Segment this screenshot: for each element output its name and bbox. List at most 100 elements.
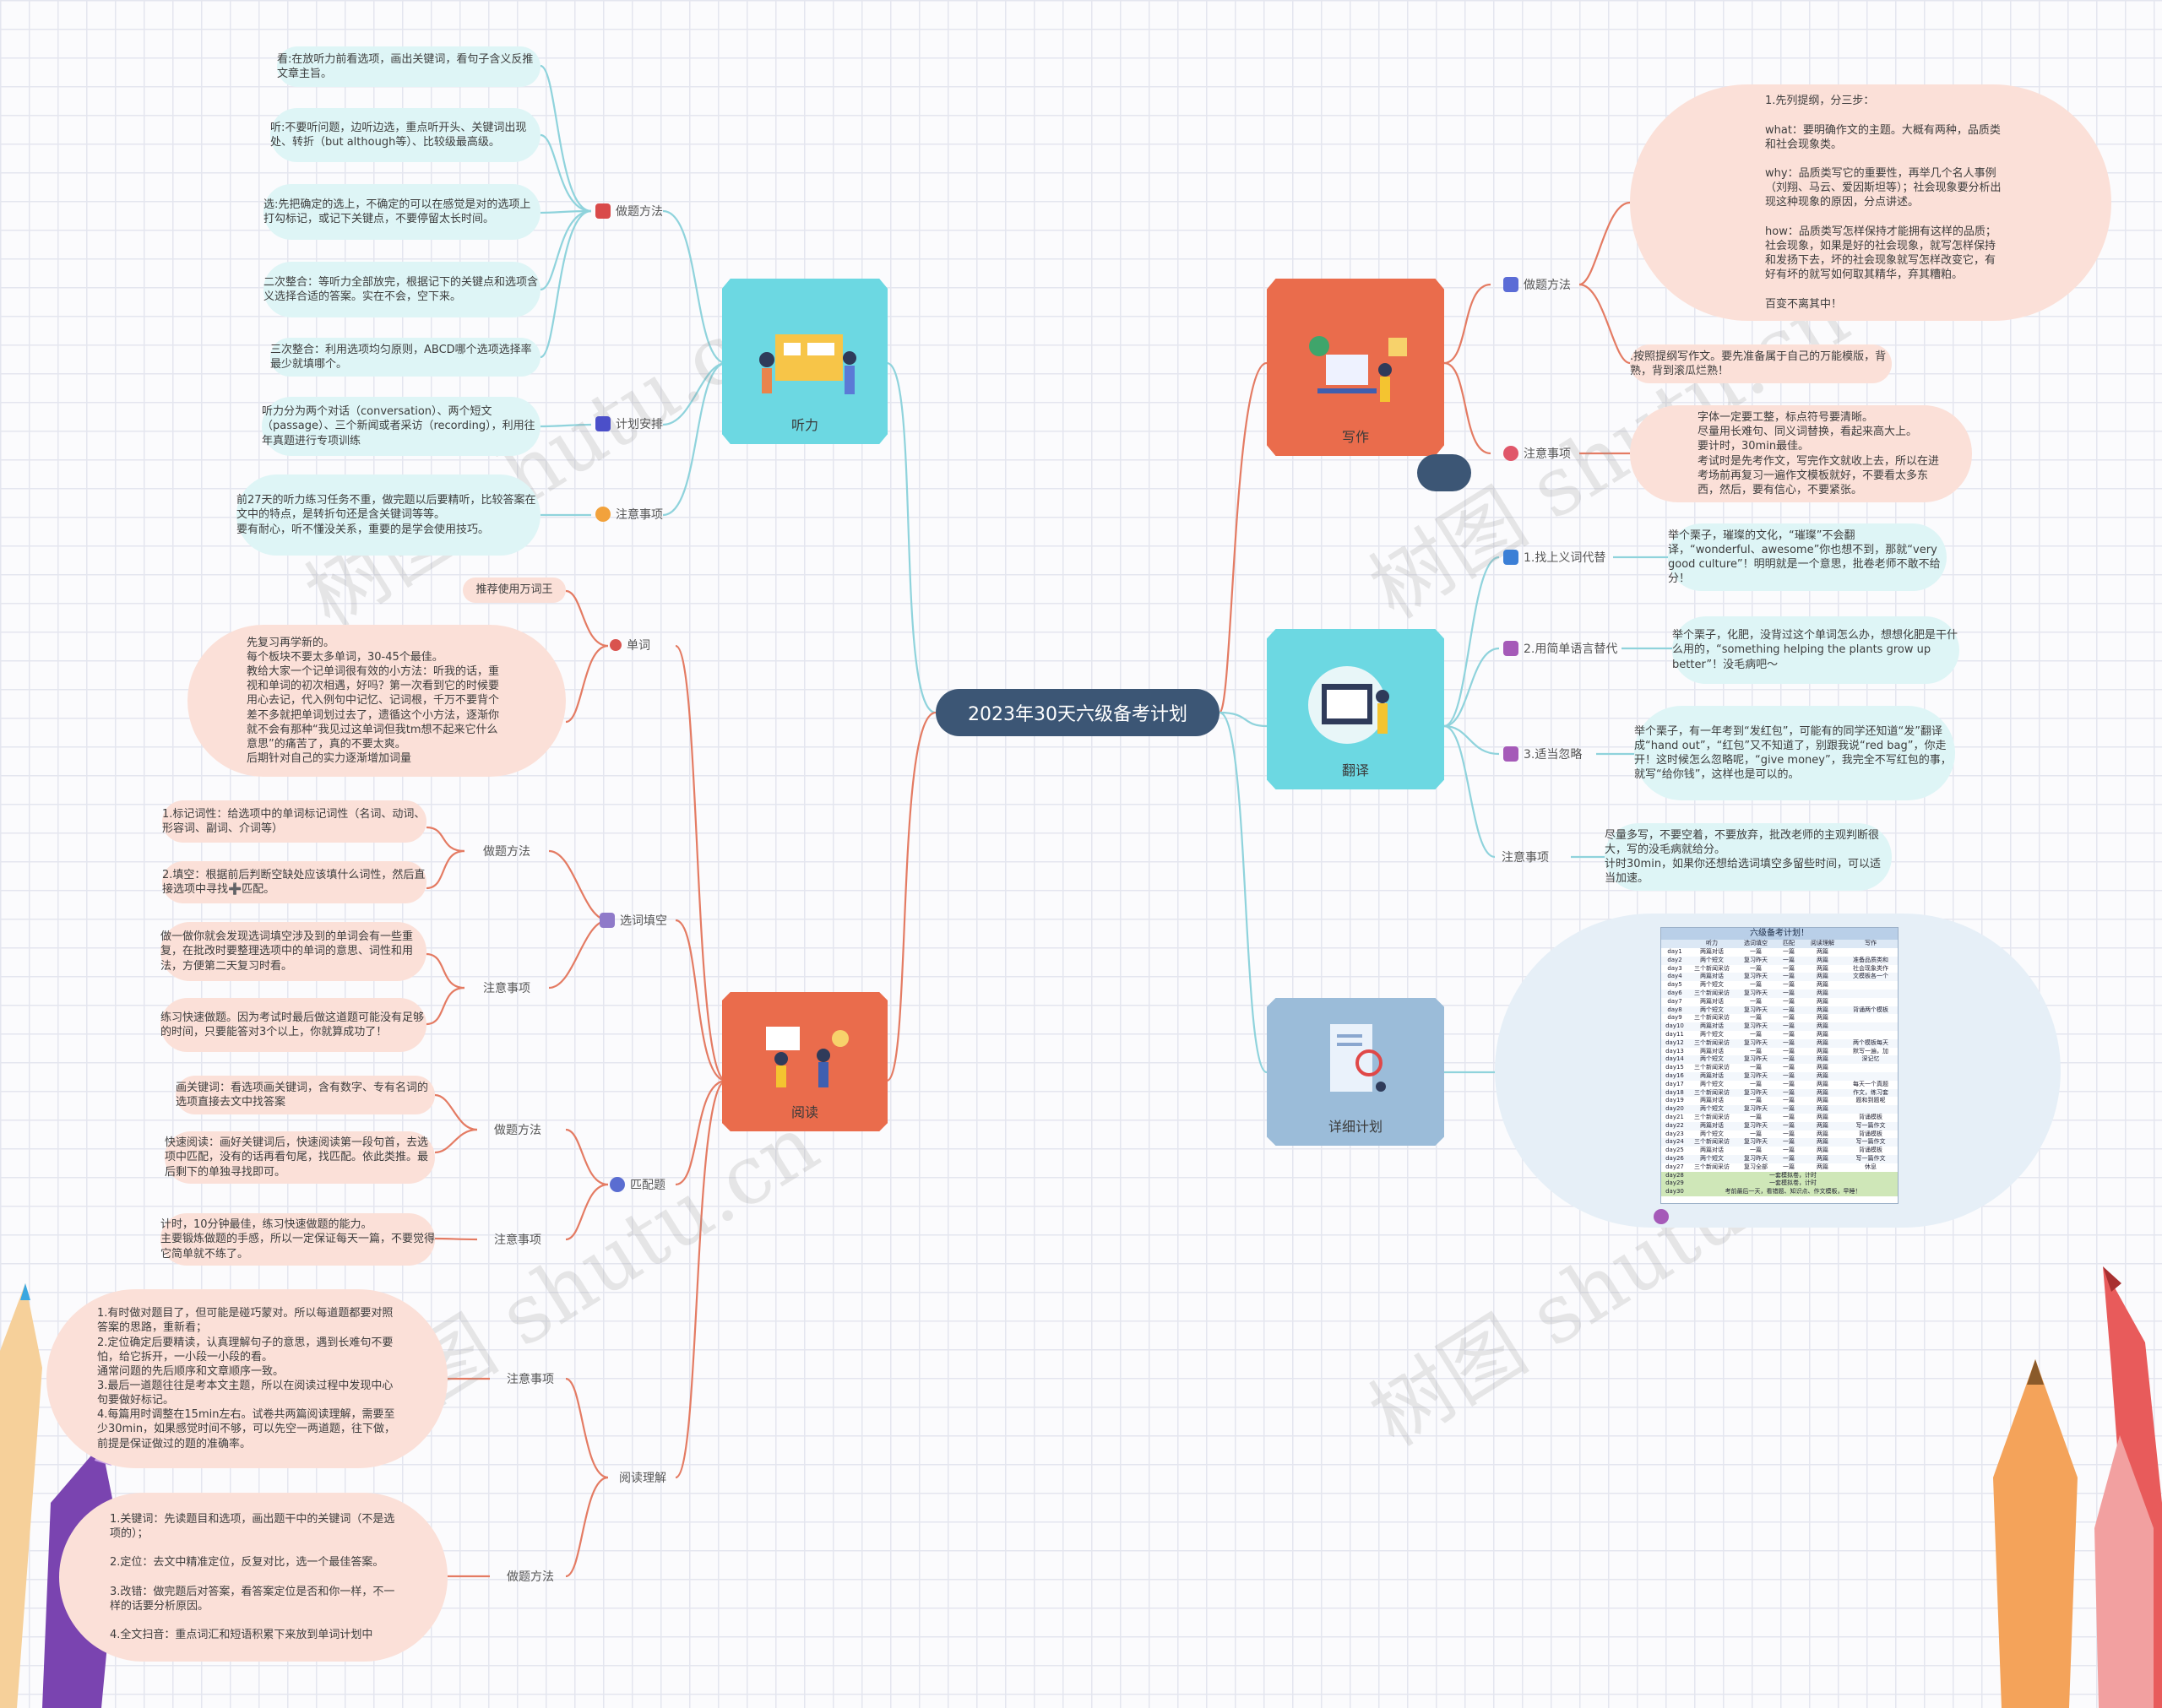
plan-table-cell: day7 — [1667, 997, 1682, 1005]
cloze-note-label[interactable]: 注意事项 — [483, 982, 530, 995]
translation-item-label[interactable]: 2.用简单语言替代 — [1503, 640, 1617, 657]
translation-item-label[interactable]: 1.找上义词代替 — [1503, 549, 1605, 566]
comp-note-label[interactable]: 注意事项 — [507, 1373, 554, 1386]
plan-table-cell: 两篇对话 — [1700, 1097, 1724, 1104]
pencils-right-illustration — [1993, 1266, 2162, 1708]
plan-table-cell: 一篇 — [1750, 948, 1762, 955]
writing-method-label-text: 做题方法 — [1524, 279, 1571, 292]
branch-plan-card[interactable]: 详细计划 — [1267, 998, 1444, 1146]
plan-table-cell: 一篇 — [1750, 1030, 1762, 1038]
writing-note-label-text: 注意事项 — [1524, 447, 1571, 461]
plan-table-cell: 两篇 — [1817, 973, 1828, 980]
writing-note-label[interactable]: 注意事项 — [1503, 445, 1571, 462]
plan-table-cell: 复习昨天 — [1744, 1088, 1768, 1096]
plan-table-cell: 两篇对话 — [1700, 1047, 1724, 1055]
plan-table-cell: 一篇 — [1783, 1080, 1795, 1087]
plan-table-cell: 两个模板每天 — [1853, 1038, 1888, 1046]
plan-table-cell: 复习昨天 — [1744, 1022, 1768, 1030]
plan-table-cell: day22 — [1665, 1121, 1684, 1129]
magnifier-icon — [610, 1177, 625, 1192]
plan-table-cell: 两篇对话 — [1700, 1071, 1724, 1079]
plan-table-cell: 一篇 — [1750, 1064, 1762, 1071]
plan-table-cell: day8 — [1667, 1006, 1682, 1013]
translation-item-label[interactable]: 3.适当忽略 — [1503, 746, 1582, 762]
collapsed-topic-button[interactable] — [1417, 454, 1471, 491]
plan-table-cell: 一篇 — [1783, 1071, 1795, 1079]
plan-table-cell: 两篇 — [1817, 1138, 1828, 1146]
branch-writing-card[interactable]: 写作 — [1267, 279, 1444, 456]
translation-note-label[interactable]: 注意事项 — [1502, 851, 1549, 865]
plan-table-cell: 背诵模板 — [1859, 1130, 1882, 1137]
plan-table-cell — [1844, 1072, 1898, 1081]
plan-table-cell: 两篇 — [1817, 1105, 1828, 1113]
reading-people-illustration-icon — [766, 1027, 849, 1087]
listening-plan-label[interactable]: 计划安排 — [595, 415, 663, 432]
plan-table-cell: 三个新闻采访 — [1694, 1064, 1730, 1071]
plan-table-cell: day26 — [1665, 1154, 1684, 1162]
plan-table-cell: 一篇 — [1783, 973, 1795, 980]
plan-table-cell: day4 — [1667, 973, 1682, 980]
plan-table-cell: 一篇 — [1750, 1080, 1762, 1087]
plan-table-cell: 三个新闻采访 — [1694, 989, 1730, 996]
plan-table-cell: 一篇 — [1750, 981, 1762, 989]
listening-note-label[interactable]: 注意事项 — [595, 506, 663, 523]
plan-table-cell: 一篇 — [1750, 1113, 1762, 1120]
branch-translation-card[interactable]: 翻译 — [1267, 629, 1444, 789]
writing-note-text: 字体一定要工整，标点符号要清晰。 尽量用长难句、同义词替换，看起来高大上。 要计… — [1630, 405, 1972, 502]
plan-table-cell: 背诵两个模板 — [1853, 1006, 1888, 1013]
reading-vocab-label[interactable]: 单词 — [610, 637, 650, 653]
listening-method-item: 听:不要听问题，边听边选，重点听开头、关键词出现处、转折（but althoug… — [270, 108, 540, 162]
match-note-text: 计时，10分钟最佳，练习快速做题的能力。 主要锻炼做题的手感，所以一定保证每天一… — [160, 1213, 435, 1266]
plan-table-cell: day27 — [1665, 1163, 1684, 1170]
central-topic[interactable]: 2023年30天六级备考计划 — [936, 689, 1220, 736]
plan-table-cell: 复习昨天 — [1744, 1071, 1768, 1079]
translation-item-text: 举个栗子，化肥，没背过这个单词怎么办，想想化肥是干什么用的，“something… — [1672, 616, 1959, 684]
plan-table-cell: day6 — [1667, 989, 1682, 996]
writing-method-label[interactable]: 做题方法 — [1503, 276, 1571, 293]
branch-reading-card[interactable]: 阅读 — [722, 992, 888, 1131]
plan-table-cell: 两篇对话 — [1700, 1121, 1724, 1129]
reading-match-label[interactable]: 匹配题 — [610, 1176, 665, 1193]
plan-table-cell: 两篇 — [1817, 1121, 1828, 1129]
plan-table-cell: 写一篇作文 — [1855, 1138, 1886, 1146]
plan-table-cell: 一篇 — [1750, 1097, 1762, 1104]
plan-table-cell: 三个新闻采访 — [1694, 1113, 1730, 1120]
plan-table-cell: 一篇 — [1783, 1047, 1795, 1055]
match-method-label[interactable]: 做题方法 — [494, 1124, 541, 1137]
plan-table-cell: day3 — [1667, 964, 1682, 972]
plan-table-cell: 一篇 — [1750, 1014, 1762, 1022]
reading-comp-label[interactable]: 阅读理解 — [619, 1472, 666, 1485]
plan-table-cell: 两篇 — [1817, 1080, 1828, 1087]
plan-table-cell: 两个短文 — [1700, 1055, 1724, 1063]
tools-icon — [600, 913, 615, 928]
plan-table-cell: 写作 — [1865, 940, 1877, 946]
match-method-item: 快速阅读：画好关键词后，快速阅读第一段句首，去选项中匹配，没有的话再看句尾，找匹… — [165, 1131, 435, 1184]
reading-cloze-label[interactable]: 选词填空 — [600, 912, 667, 929]
listening-method-label[interactable]: 做题方法 — [595, 203, 663, 220]
plan-table-cell: day11 — [1665, 1030, 1684, 1038]
plan-table-cell: 两篇 — [1817, 1154, 1828, 1162]
writing-desk-illustration-icon — [1309, 336, 1407, 402]
plan-table-cell: 一篇 — [1750, 1130, 1762, 1137]
branch-listening-card[interactable]: 听力 — [722, 279, 888, 444]
comp-method-label[interactable]: 做题方法 — [507, 1570, 554, 1584]
match-note-label[interactable]: 注意事项 — [494, 1234, 541, 1247]
plan-table-cell: 复习昨天 — [1744, 1121, 1768, 1129]
plan-table-cell: 文模板各一个 — [1853, 973, 1888, 980]
listening-method-item: 选:先把确定的选上，不确定的可以在感觉是对的选项上打勾标记，或记下关键点，不要停… — [263, 184, 540, 240]
plan-table-cell: 一篇 — [1783, 1088, 1795, 1096]
cloze-method-label[interactable]: 做题方法 — [483, 845, 530, 859]
plan-table-cell: day30 — [1665, 1188, 1684, 1196]
